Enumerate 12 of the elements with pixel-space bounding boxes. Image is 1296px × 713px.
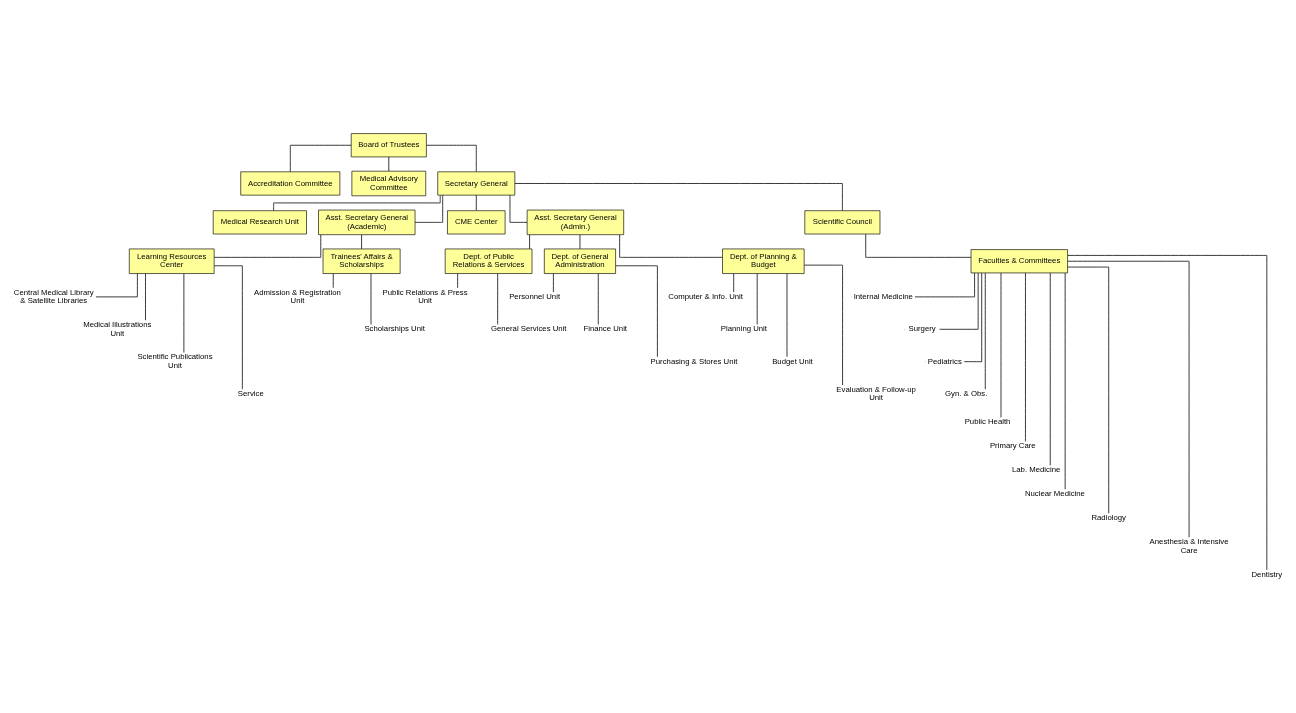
connector	[514, 183, 843, 212]
connector	[426, 144, 477, 173]
connector	[213, 234, 322, 258]
connector	[388, 156, 390, 172]
connector	[414, 194, 444, 223]
connector	[361, 234, 362, 250]
connector	[619, 234, 723, 258]
connector	[529, 234, 530, 250]
connector	[865, 233, 972, 258]
connector	[509, 194, 528, 223]
connector	[289, 144, 352, 173]
connector	[273, 194, 441, 211]
